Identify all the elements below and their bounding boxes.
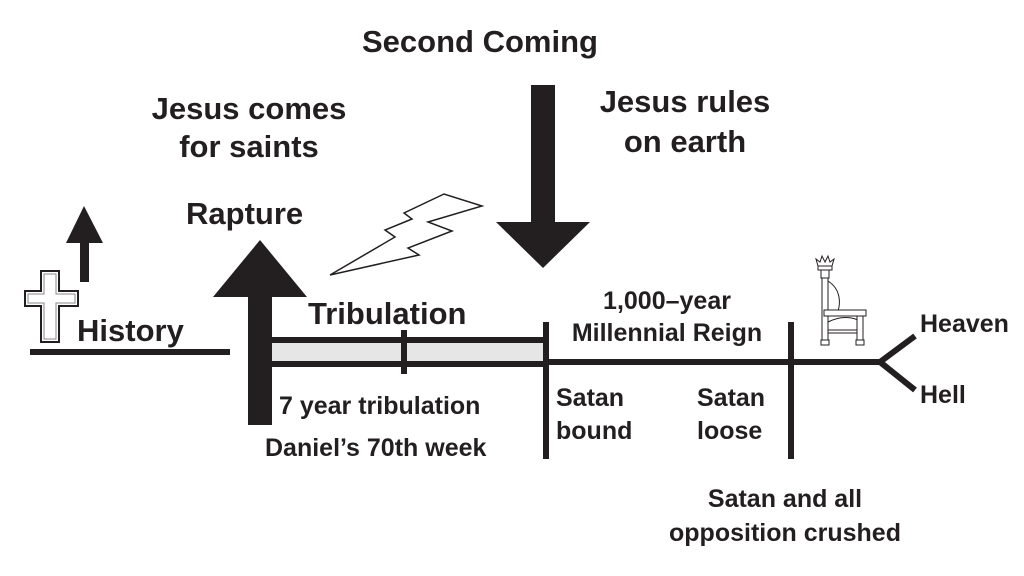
tribulation-bar — [272, 330, 545, 374]
millennium-timeline — [545, 359, 882, 365]
jesus-comes-line-2: for saints — [179, 129, 319, 164]
millennium-line-1: 1,000–year — [603, 287, 731, 315]
satan-bound-line-1: Satan — [556, 384, 625, 412]
millennium-line-2: Millennial Reign — [571, 319, 763, 347]
jesus-comes-line-1: Jesus comes — [151, 91, 347, 126]
satan-bound-line-2: bound — [556, 417, 633, 445]
rapture-label: Rapture — [186, 196, 304, 231]
millennium-end-divider — [788, 322, 794, 459]
hell-label: Hell — [920, 381, 966, 409]
satan-bound-label: Satan bound — [556, 386, 632, 444]
millennium-start-divider — [543, 322, 549, 459]
second-coming-label: Second Coming — [362, 24, 598, 59]
heaven-label: Heaven — [920, 310, 1009, 338]
jesus-rules-line-2: on earth — [623, 124, 747, 159]
history-label: History — [77, 313, 184, 348]
jesus-comes-for-saints-label: Jesus comes for saints — [136, 93, 362, 162]
tribulation-label: Tribulation — [308, 296, 467, 331]
tribulation-midpoint-tick — [401, 330, 407, 374]
arrow-up-icon — [66, 206, 103, 282]
throne-icon — [815, 254, 867, 346]
lightning-icon — [329, 193, 485, 276]
satan-loose-label: Satan loose — [697, 386, 765, 444]
satan-loose-line-2: loose — [697, 417, 763, 445]
millennial-reign-label: 1,000–year Millennial Reign — [553, 289, 781, 346]
daniels-70th-week-label: Daniel’s 70th week — [265, 434, 487, 462]
satan-loose-line-1: Satan — [697, 384, 766, 412]
second-coming-arrow-down-icon — [496, 85, 590, 268]
jesus-rules-line-1: Jesus rules — [599, 84, 771, 119]
satan-crushed-line-2: opposition crushed — [669, 519, 901, 547]
rapture-arrow-up-icon — [213, 240, 307, 425]
history-line — [30, 349, 230, 355]
jesus-rules-on-earth-label: Jesus rules on earth — [585, 86, 785, 157]
satan-crushed-label: Satan and all opposition crushed — [640, 487, 930, 546]
satan-crushed-line-1: Satan and all — [707, 485, 863, 513]
heaven-hell-fork — [878, 333, 917, 393]
cross-icon — [24, 270, 79, 343]
seven-year-tribulation-label: 7 year tribulation — [279, 392, 481, 420]
